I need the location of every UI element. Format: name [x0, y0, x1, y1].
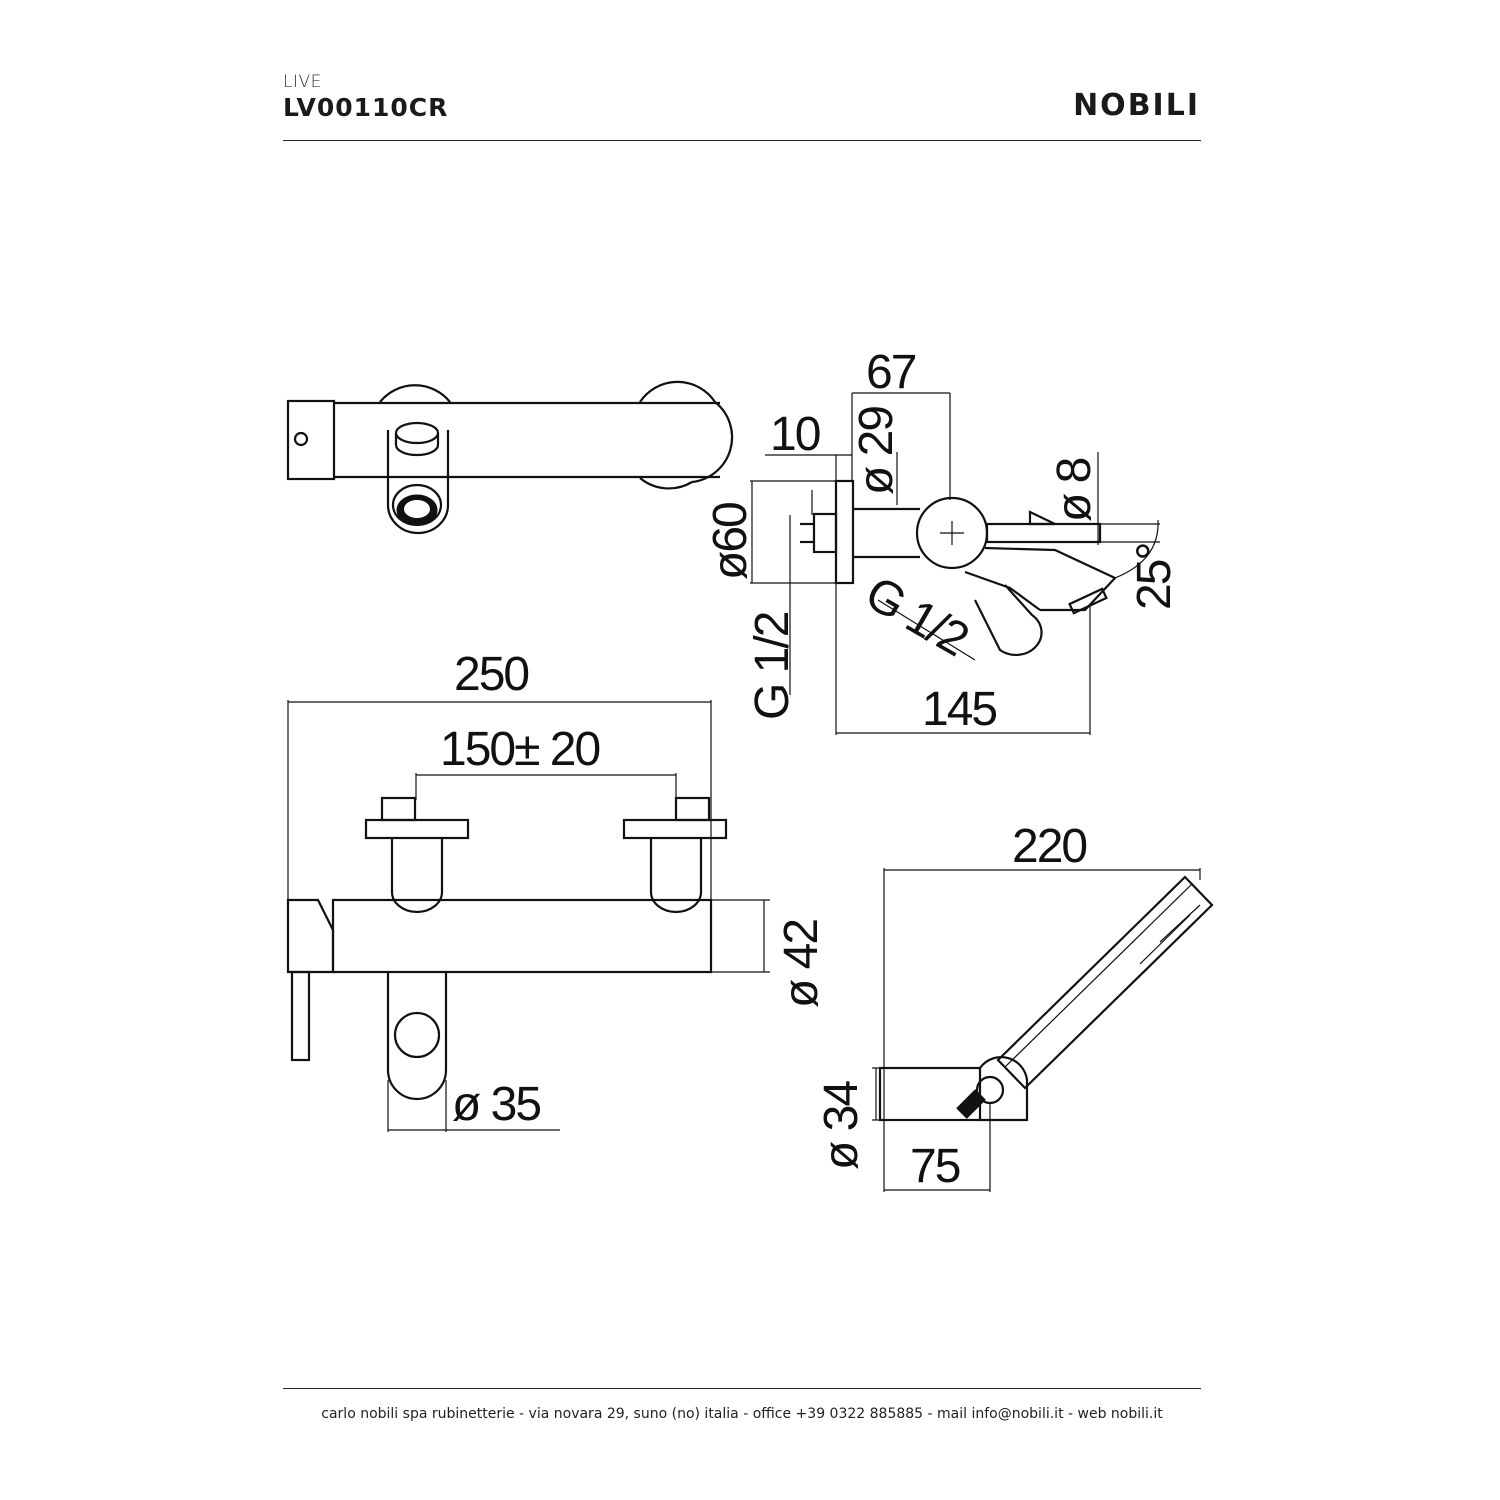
- dim-10: 10: [770, 408, 820, 461]
- dim-angle: 25°: [1128, 543, 1181, 610]
- top-view: [286, 380, 734, 535]
- brand-logo: NOBILI: [1073, 88, 1200, 123]
- header-divider: [283, 140, 1201, 141]
- dim-150: 150± 20: [440, 723, 599, 776]
- dim-g12-spout: G 1/2: [857, 567, 977, 667]
- side-view: [750, 392, 1160, 735]
- dim-d60: ø60: [704, 503, 757, 580]
- dim-220: 220: [1012, 820, 1086, 873]
- hand-shower-view: [872, 868, 1214, 1192]
- product-code: LV00110CR: [283, 93, 449, 122]
- front-view: [286, 700, 770, 1132]
- footer-contact: carlo nobili spa rubinetterie - via nova…: [321, 1406, 1163, 1422]
- dim-75: 75: [910, 1140, 960, 1193]
- dim-d35: ø 35: [452, 1078, 540, 1131]
- footer-divider: [283, 1388, 1201, 1389]
- series-name: LIVE: [283, 72, 322, 92]
- dim-250: 250: [454, 648, 528, 701]
- dim-d42: ø 42: [775, 920, 828, 1008]
- dim-d8: ø 8: [1048, 458, 1101, 522]
- dim-g12-wall: G 1/2: [746, 612, 799, 720]
- dim-d34: ø 34: [815, 1081, 868, 1170]
- dimension-labels: 67 10 ø 29 ø 8 ø60 25° G 1/2 G 1/2 145 2…: [440, 346, 1181, 1193]
- dim-d29: ø 29: [850, 407, 903, 495]
- dim-67: 67: [866, 346, 916, 399]
- dim-145: 145: [922, 683, 996, 736]
